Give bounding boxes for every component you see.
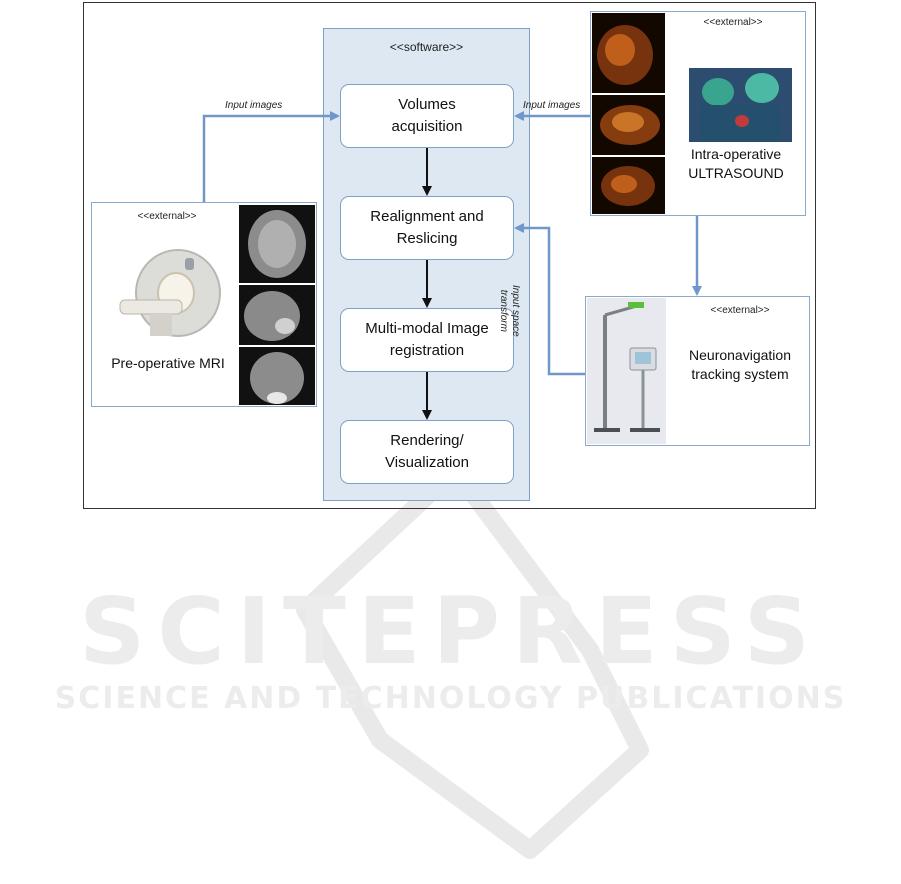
- edge-label-mri-input: Input images: [225, 100, 283, 111]
- step-rendering-visualization: Rendering/ Visualization: [340, 420, 514, 484]
- software-stereotype: <<software>>: [389, 40, 464, 54]
- ultrasound-stereotype: <<external>>: [703, 17, 763, 28]
- ultrasound-label: Intra-operative ULTRASOUND: [688, 146, 784, 181]
- watermark-subtitle: SCIENCE AND TECHNOLOGY PUBLICATIONS: [54, 681, 847, 716]
- step-volumes-acquisition: Volumes acquisition: [340, 84, 514, 148]
- mri-block: [91, 202, 317, 407]
- ultrasound-block: [590, 11, 806, 216]
- tracking-label: Neuronavigation tracking system: [689, 347, 791, 382]
- step-image-registration: Multi-modal Image registration: [340, 308, 514, 372]
- tracking-stereotype: <<external>>: [710, 305, 770, 316]
- diagram-frame: [83, 2, 816, 509]
- watermark-title: SCITEPRESS: [78, 578, 823, 685]
- edge-label-tracking-transform: Input space transform: [498, 285, 521, 337]
- mri-stereotype: <<external>>: [137, 211, 197, 222]
- step-realignment-reslicing: Realignment and Reslicing: [340, 196, 514, 260]
- mri-label: Pre-operative MRI: [111, 355, 225, 371]
- edge-label-us-input: Input images: [523, 100, 581, 111]
